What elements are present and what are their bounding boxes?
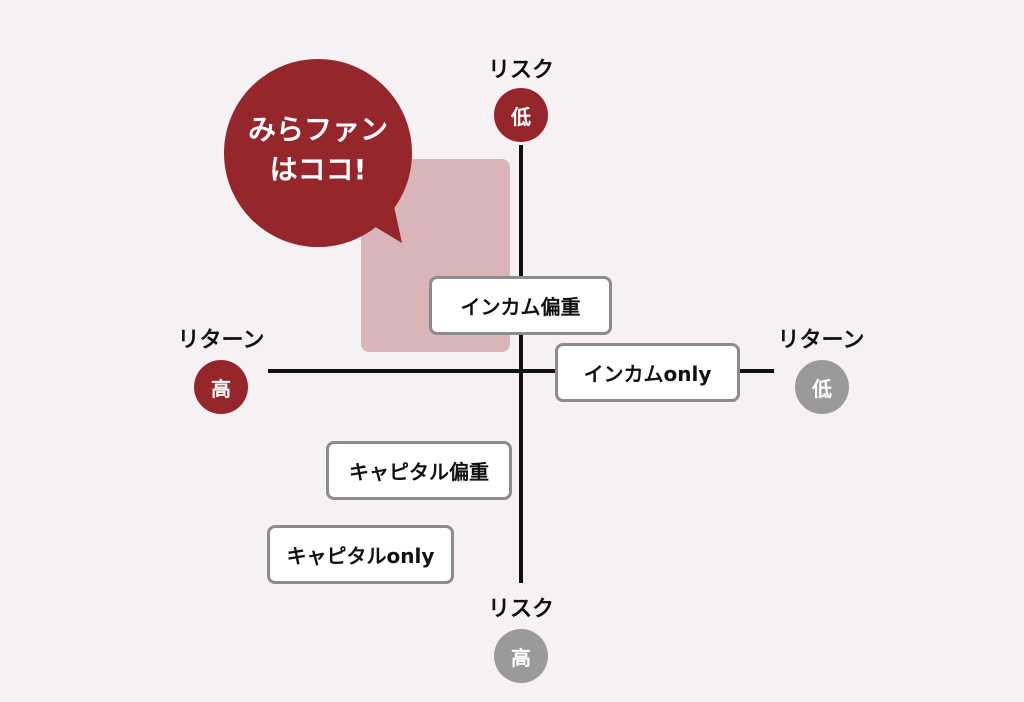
axis-label-bottom: リスク	[487, 597, 554, 622]
callout-line-1: みらファン	[247, 113, 388, 146]
axis-label-left: リターン	[177, 328, 265, 353]
badge-risk-high: 高	[494, 629, 548, 683]
risk-axis	[519, 145, 523, 583]
box-capital-only: キャピタルonly	[267, 525, 454, 584]
axis-label-right: リターン	[777, 328, 865, 353]
axis-label-top: リスク	[487, 58, 554, 83]
badge-risk-low: 低	[494, 88, 548, 142]
box-income-only: インカムonly	[555, 343, 740, 402]
badge-return-low: 低	[795, 360, 849, 414]
box-income-heavy: インカム偏重	[429, 276, 612, 335]
return-axis	[268, 369, 774, 373]
speech-bubble	[224, 59, 412, 247]
box-capital-heavy: キャピタル偏重	[326, 441, 512, 500]
badge-return-high: 高	[194, 360, 248, 414]
callout-line-2: はココ!	[269, 153, 367, 186]
callout-text: みらファン はココ!	[222, 110, 414, 190]
